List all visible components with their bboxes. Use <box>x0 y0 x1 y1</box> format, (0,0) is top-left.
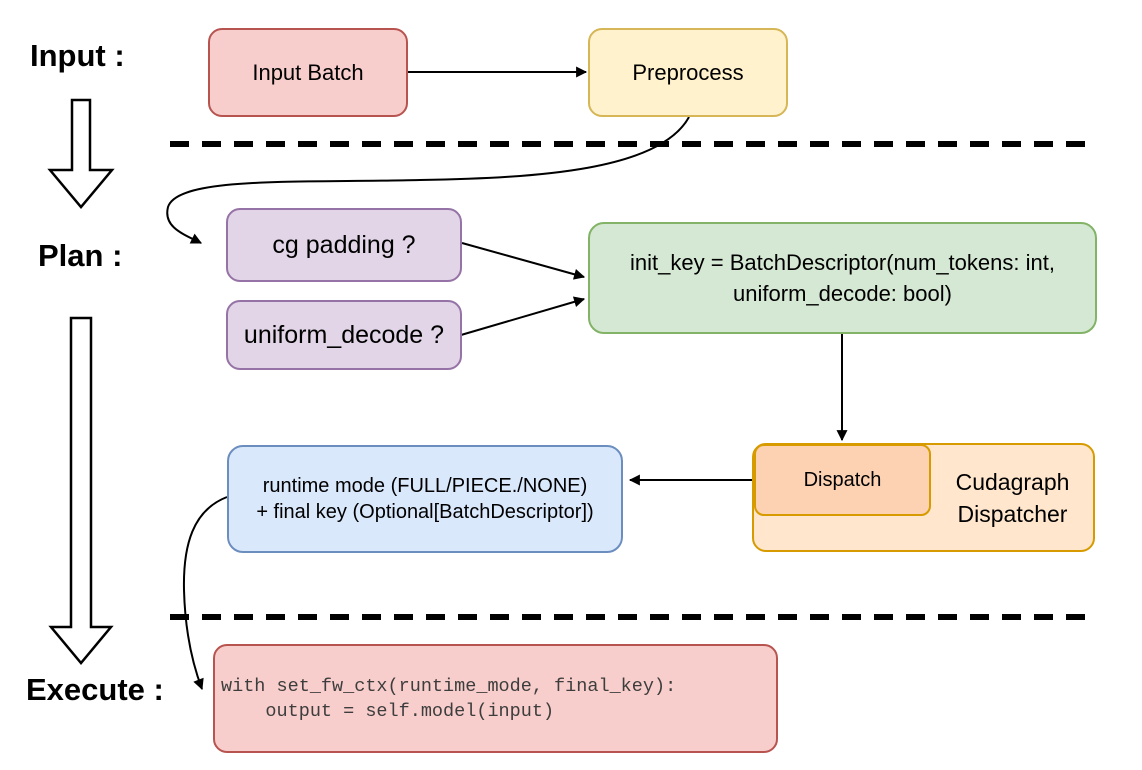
node-preprocess: Preprocess <box>588 28 788 117</box>
section-label-plan: Plan : <box>38 238 123 273</box>
node-runtime-mode: runtime mode (FULL/PIECE./NONE) + final … <box>227 445 623 553</box>
node-execute-code: with set_fw_ctx(runtime_mode, final_key)… <box>213 644 778 753</box>
node-cg-padding: cg padding ? <box>226 208 462 282</box>
edge-runtime-mode-to-execute-code <box>182 496 228 691</box>
edge-uniform-decode-to-init-key <box>460 296 586 336</box>
node-init-key: init_key = BatchDescriptor(num_tokens: i… <box>588 222 1097 334</box>
node-dispatch-label: Dispatch <box>803 468 882 491</box>
cudagraph-label-line1: Cudagraph <box>955 468 1070 495</box>
section-label-input: Input : <box>30 38 125 73</box>
cudagraph-label-line2: Dispatcher <box>957 500 1068 527</box>
execute-code-line1: with set_fw_ctx(runtime_mode, final_key)… <box>221 675 677 697</box>
node-input-batch-label: Input Batch <box>252 59 364 85</box>
node-uniform-decode-label: uniform_decode ? <box>243 320 445 349</box>
node-uniform-decode: uniform_decode ? <box>226 300 462 370</box>
node-runtime-mode-line1: runtime mode (FULL/PIECE./NONE) <box>262 475 588 497</box>
execute-code-line2: output = self.model(input) <box>221 700 555 722</box>
node-preprocess-label: Preprocess <box>632 59 744 85</box>
input-to-plan-down-arrow-icon <box>47 98 115 209</box>
plan-to-execute-down-arrow-icon <box>48 316 114 665</box>
node-init-key-line2: uniform_decode: bool) <box>733 281 952 306</box>
edge-preprocess-to-cg-padding <box>166 116 690 244</box>
edge-cg-padding-to-init-key <box>461 242 586 280</box>
node-cudagraph-dispatcher-label: Cudagraph Dispatcher <box>930 443 1095 552</box>
node-input-batch: Input Batch <box>208 28 408 117</box>
section-label-execute: Execute : <box>26 672 164 707</box>
node-runtime-mode-line2: + final key (Optional[BatchDescriptor]) <box>256 501 594 523</box>
node-dispatch: Dispatch <box>754 444 931 516</box>
node-cg-padding-label: cg padding ? <box>272 230 416 259</box>
node-init-key-line1: init_key = BatchDescriptor(num_tokens: i… <box>630 250 1055 275</box>
